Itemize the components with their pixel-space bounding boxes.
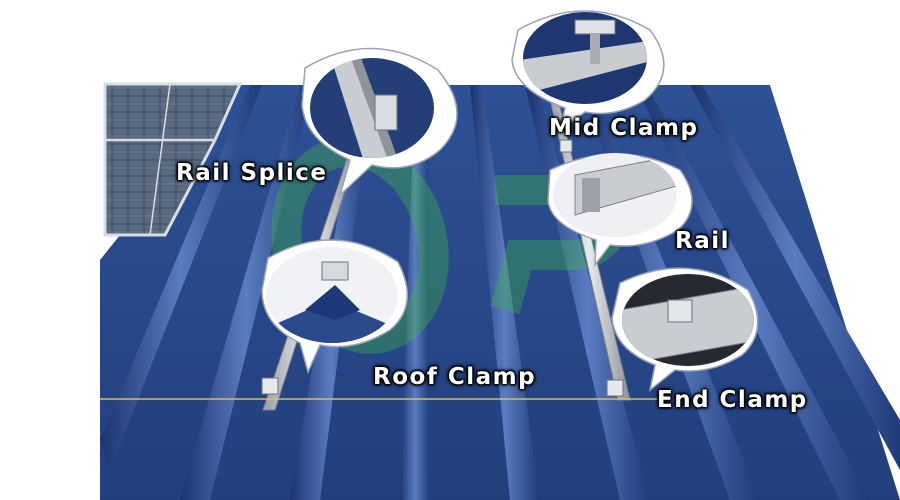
rail-detail-bubble: [547, 153, 693, 268]
roof-clamp-label: Roof Clamp: [373, 364, 537, 390]
rail-label: Rail: [675, 228, 730, 254]
mid-clamp-label: Mid Clamp: [549, 115, 699, 141]
end-clamp-detail-bubble: [611, 267, 759, 392]
rail-splice-label: Rail Splice: [176, 160, 328, 186]
roof-ribs: [100, 85, 900, 500]
mid-clamp-detail-bubble: [511, 10, 665, 132]
end-clamp-label: End Clamp: [657, 387, 808, 413]
solar-panel: [103, 82, 243, 237]
roof-clamp-detail-bubble: [261, 239, 409, 375]
rail-splice-detail-bubble: [301, 47, 458, 198]
